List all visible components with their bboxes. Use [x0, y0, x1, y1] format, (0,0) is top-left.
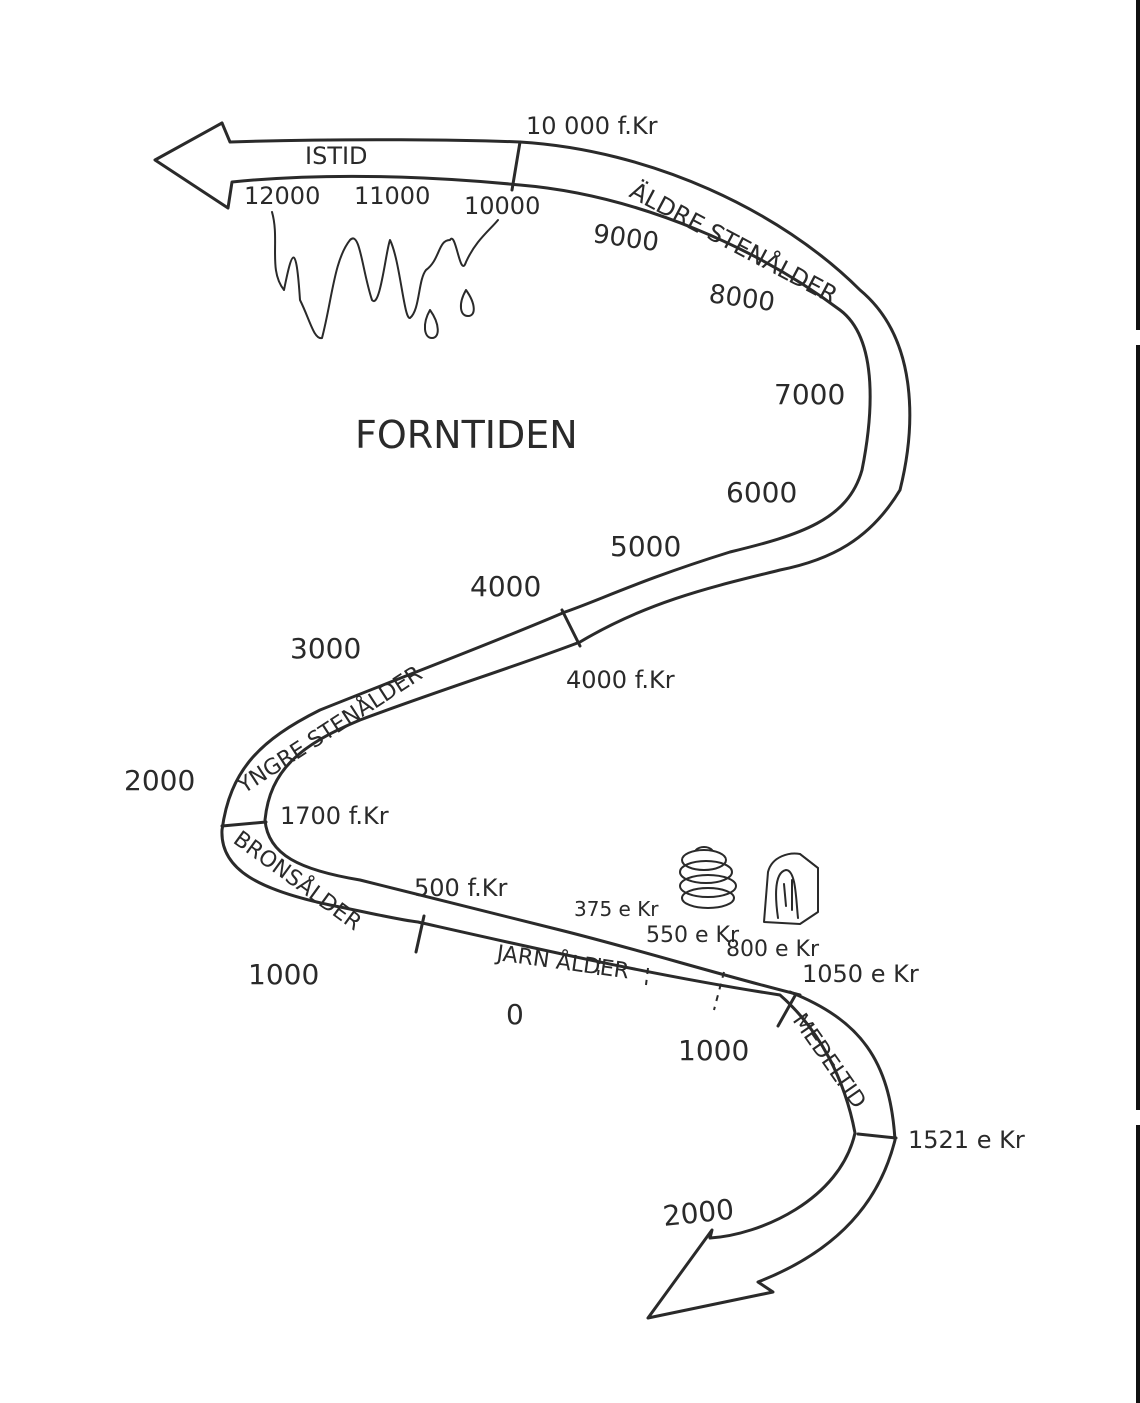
year-8000: 8000: [707, 279, 777, 318]
period-bronsalder: BRONSÅLDER: [228, 825, 366, 936]
scan-edge-mark: [1136, 1125, 1140, 1403]
year-6000: 6000: [726, 476, 797, 509]
year-10000: 10000: [464, 192, 540, 220]
year-1000-ad: 1000: [678, 1034, 749, 1067]
year-1000-bc: 1000: [248, 958, 319, 991]
coin-stack-icon: [679, 846, 737, 909]
boundary-550-ekr: 550 e Kr: [646, 923, 740, 948]
year-5000: 5000: [610, 530, 681, 563]
period-istid: ISTID: [305, 142, 368, 170]
year-7000: 7000: [774, 378, 845, 411]
year-9000: 9000: [591, 219, 661, 258]
period-jarnalder: JÄRN ÅLDER: [493, 939, 631, 985]
scan-edge-mark: [1136, 345, 1140, 1110]
year-4000: 4000: [470, 570, 541, 603]
boundary-1700-fkr: 1700 f.Kr: [280, 802, 389, 830]
boundary-4000-fkr: 4000 f.Kr: [566, 666, 675, 694]
boundary-1521-ekr: 1521 e Kr: [908, 1126, 1025, 1154]
year-12000: 12000: [244, 182, 320, 210]
boundary-500-fkr: 500 f.Kr: [414, 874, 508, 902]
year-2000-bc: 2000: [124, 764, 195, 797]
period-medeltid: MEDELTID: [787, 1009, 870, 1113]
year-3000: 3000: [290, 632, 361, 665]
boundary-1050-ekr: 1050 e Kr: [802, 960, 919, 988]
year-2000-ad: 2000: [661, 1193, 735, 1233]
timeline-road: [153, 121, 912, 1320]
title: FORNTIDEN: [355, 413, 578, 457]
scan-edge-mark: [1136, 0, 1140, 330]
year-11000: 11000: [354, 182, 430, 210]
year-0: 0: [506, 998, 524, 1031]
runestone-icon: [763, 852, 819, 925]
icicles-icon: [271, 211, 499, 340]
period-yngre-stenalder: YNGRE STENÅLDER: [232, 660, 427, 800]
boundary-800-ekr: 800 e Kr: [726, 937, 820, 962]
boundary-10000-fkr: 10 000 f.Kr: [526, 112, 658, 140]
boundary-375-ekr: 375 e Kr: [574, 897, 659, 921]
